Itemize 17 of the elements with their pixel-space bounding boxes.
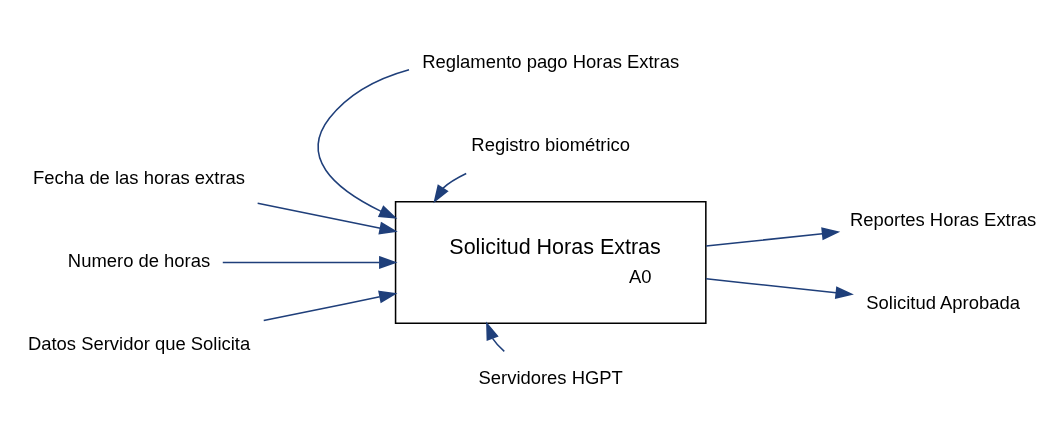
node-text: Registro biométrico <box>471 133 631 155</box>
arrow <box>705 227 841 247</box>
node-box: Solicitud Horas Extras A0 <box>394 201 707 324</box>
arrow <box>262 290 398 322</box>
arrow <box>705 278 854 300</box>
node-text: Reportes Horas Extras <box>849 208 1037 230</box>
node-text: Datos Servidor que Solicita <box>27 333 251 355</box>
node-text: Solicitud Aprobada <box>866 291 1020 313</box>
node-text: Servidores HGPT <box>478 366 623 388</box>
arrow <box>256 202 398 235</box>
arrow <box>317 68 410 219</box>
node-text: Numero de horas <box>67 250 211 272</box>
arrow <box>433 172 467 204</box>
arrow <box>222 256 398 269</box>
node-text: Fecha de las horas extras <box>33 167 246 189</box>
node-text: Reglamento pago Horas Extras <box>422 50 680 72</box>
arrow <box>486 321 506 353</box>
